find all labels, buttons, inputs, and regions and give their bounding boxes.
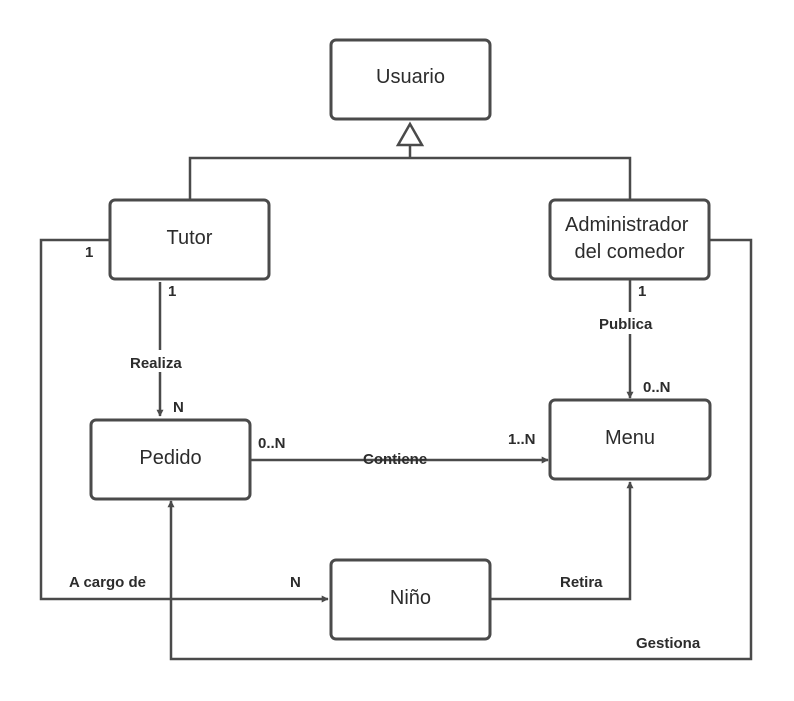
entity-label-menu: Menu xyxy=(605,427,655,449)
relation-gestiona: Gestiona xyxy=(167,238,753,661)
relation-label-publica: Publica xyxy=(599,316,653,333)
relation-realiza: Realiza 1 N xyxy=(126,282,194,417)
entity-label-admin-line2: del comedor xyxy=(574,241,684,263)
entity-label-pedido: Pedido xyxy=(139,447,201,469)
cardinality-menu-contiene: 1..N xyxy=(508,431,536,448)
relation-contiene: Contiene 0..N 1..N xyxy=(251,431,549,468)
relation-publica: Publica 1 0..N xyxy=(596,280,671,399)
entity-pedido: Pedido xyxy=(89,418,252,501)
relation-label-realiza: Realiza xyxy=(130,355,182,372)
entity-usuario: Usuario xyxy=(329,38,492,121)
cardinality-tutor-a-cargo-de: 1 xyxy=(85,244,93,261)
entity-label-admin: Administrador del comedor xyxy=(565,214,694,263)
relation-label-a-cargo-de: A cargo de xyxy=(69,574,146,591)
relation-a-cargo-de: A cargo de 1 N xyxy=(39,238,329,603)
entity-administrador-del-comedor: Administrador del comedor xyxy=(548,198,711,281)
entity-label-tutor: Tutor xyxy=(167,227,213,249)
relation-label-gestiona: Gestiona xyxy=(636,635,701,652)
cardinality-nino-a-cargo-de: N xyxy=(290,574,301,591)
entity-label-admin-line1: Administrador xyxy=(565,214,689,236)
inheritance-connector xyxy=(188,121,632,200)
relation-retira: Retira xyxy=(491,481,634,601)
cardinality-pedido-realiza: N xyxy=(173,399,184,416)
entity-label-usuario: Usuario xyxy=(376,66,445,88)
inheritance-arrowhead xyxy=(395,121,425,147)
cardinality-tutor-realiza: 1 xyxy=(168,283,176,300)
relation-label-contiene: Contiene xyxy=(363,451,427,468)
entity-label-nino: Niño xyxy=(390,587,431,609)
relation-label-retira: Retira xyxy=(560,574,603,591)
entity-menu: Menu xyxy=(548,398,712,481)
entity-nino: Niño xyxy=(329,558,492,641)
cardinality-admin-publica: 1 xyxy=(638,283,646,300)
entity-tutor: Tutor xyxy=(108,198,271,281)
cardinality-pedido-contiene: 0..N xyxy=(258,435,286,452)
cardinality-menu-publica: 0..N xyxy=(643,379,671,396)
